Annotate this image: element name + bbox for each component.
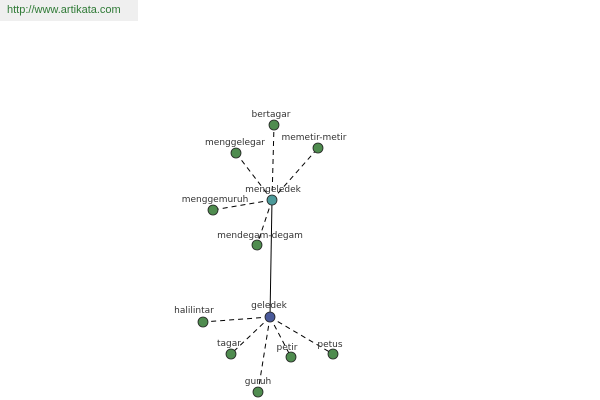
edge-mengeledek-memetir-metir <box>271 147 319 201</box>
site-url-link[interactable]: http://www.artikata.com <box>7 4 121 16</box>
node-label-petir[interactable]: petir <box>277 343 298 353</box>
node-petus[interactable] <box>327 348 339 360</box>
node-label-tagar[interactable]: tagar <box>217 339 241 349</box>
node-label-petus[interactable]: petus <box>317 340 342 350</box>
node-geledek[interactable] <box>264 311 276 323</box>
node-menggelegar[interactable] <box>230 147 242 159</box>
node-label-memetir-metir[interactable]: memetir-metir <box>281 133 346 143</box>
node-label-menggemuruh[interactable]: menggemuruh <box>182 195 249 205</box>
node-label-mengeledek[interactable]: mengeledek <box>245 185 302 195</box>
node-label-geledek[interactable]: geledek <box>251 301 288 311</box>
node-label-guruh[interactable]: guruh <box>245 377 272 387</box>
node-mengeledek[interactable] <box>266 194 278 206</box>
edge-geledek-halilintar <box>202 316 271 323</box>
node-tagar[interactable] <box>225 348 237 360</box>
edge-geledek-petus <box>269 316 334 355</box>
node-menggemuruh[interactable] <box>207 204 219 216</box>
node-petir[interactable] <box>285 351 297 363</box>
nodes-layer <box>197 119 339 398</box>
node-guruh[interactable] <box>252 386 264 398</box>
node-label-mendegam-degam[interactable]: mendegam-degam <box>217 231 303 241</box>
node-label-halilintar[interactable]: halilintar <box>174 306 214 316</box>
labels-layer: mengeledek geledek bertagar menggelegar meme… <box>174 110 347 387</box>
node-label-menggelegar[interactable]: menggelegar <box>205 138 265 148</box>
edge-mengeledek-menggemuruh <box>212 199 273 211</box>
node-bertagar[interactable] <box>268 119 280 131</box>
edge-mengeledek-geledek <box>269 199 273 318</box>
edges-layer <box>202 124 334 393</box>
node-memetir-metir[interactable] <box>312 142 324 154</box>
node-halilintar[interactable] <box>197 316 209 328</box>
node-mendegam-degam[interactable] <box>251 239 263 251</box>
url-bar: http://www.artikata.com <box>0 0 138 21</box>
edge-mengeledek-bertagar <box>271 124 275 201</box>
edge-mengeledek-menggelegar <box>235 152 273 201</box>
edge-mengeledek-mendegam-degam <box>256 199 273 246</box>
edge-geledek-petir <box>269 316 292 358</box>
node-label-bertagar[interactable]: bertagar <box>252 110 291 120</box>
edge-geledek-guruh <box>257 316 271 393</box>
